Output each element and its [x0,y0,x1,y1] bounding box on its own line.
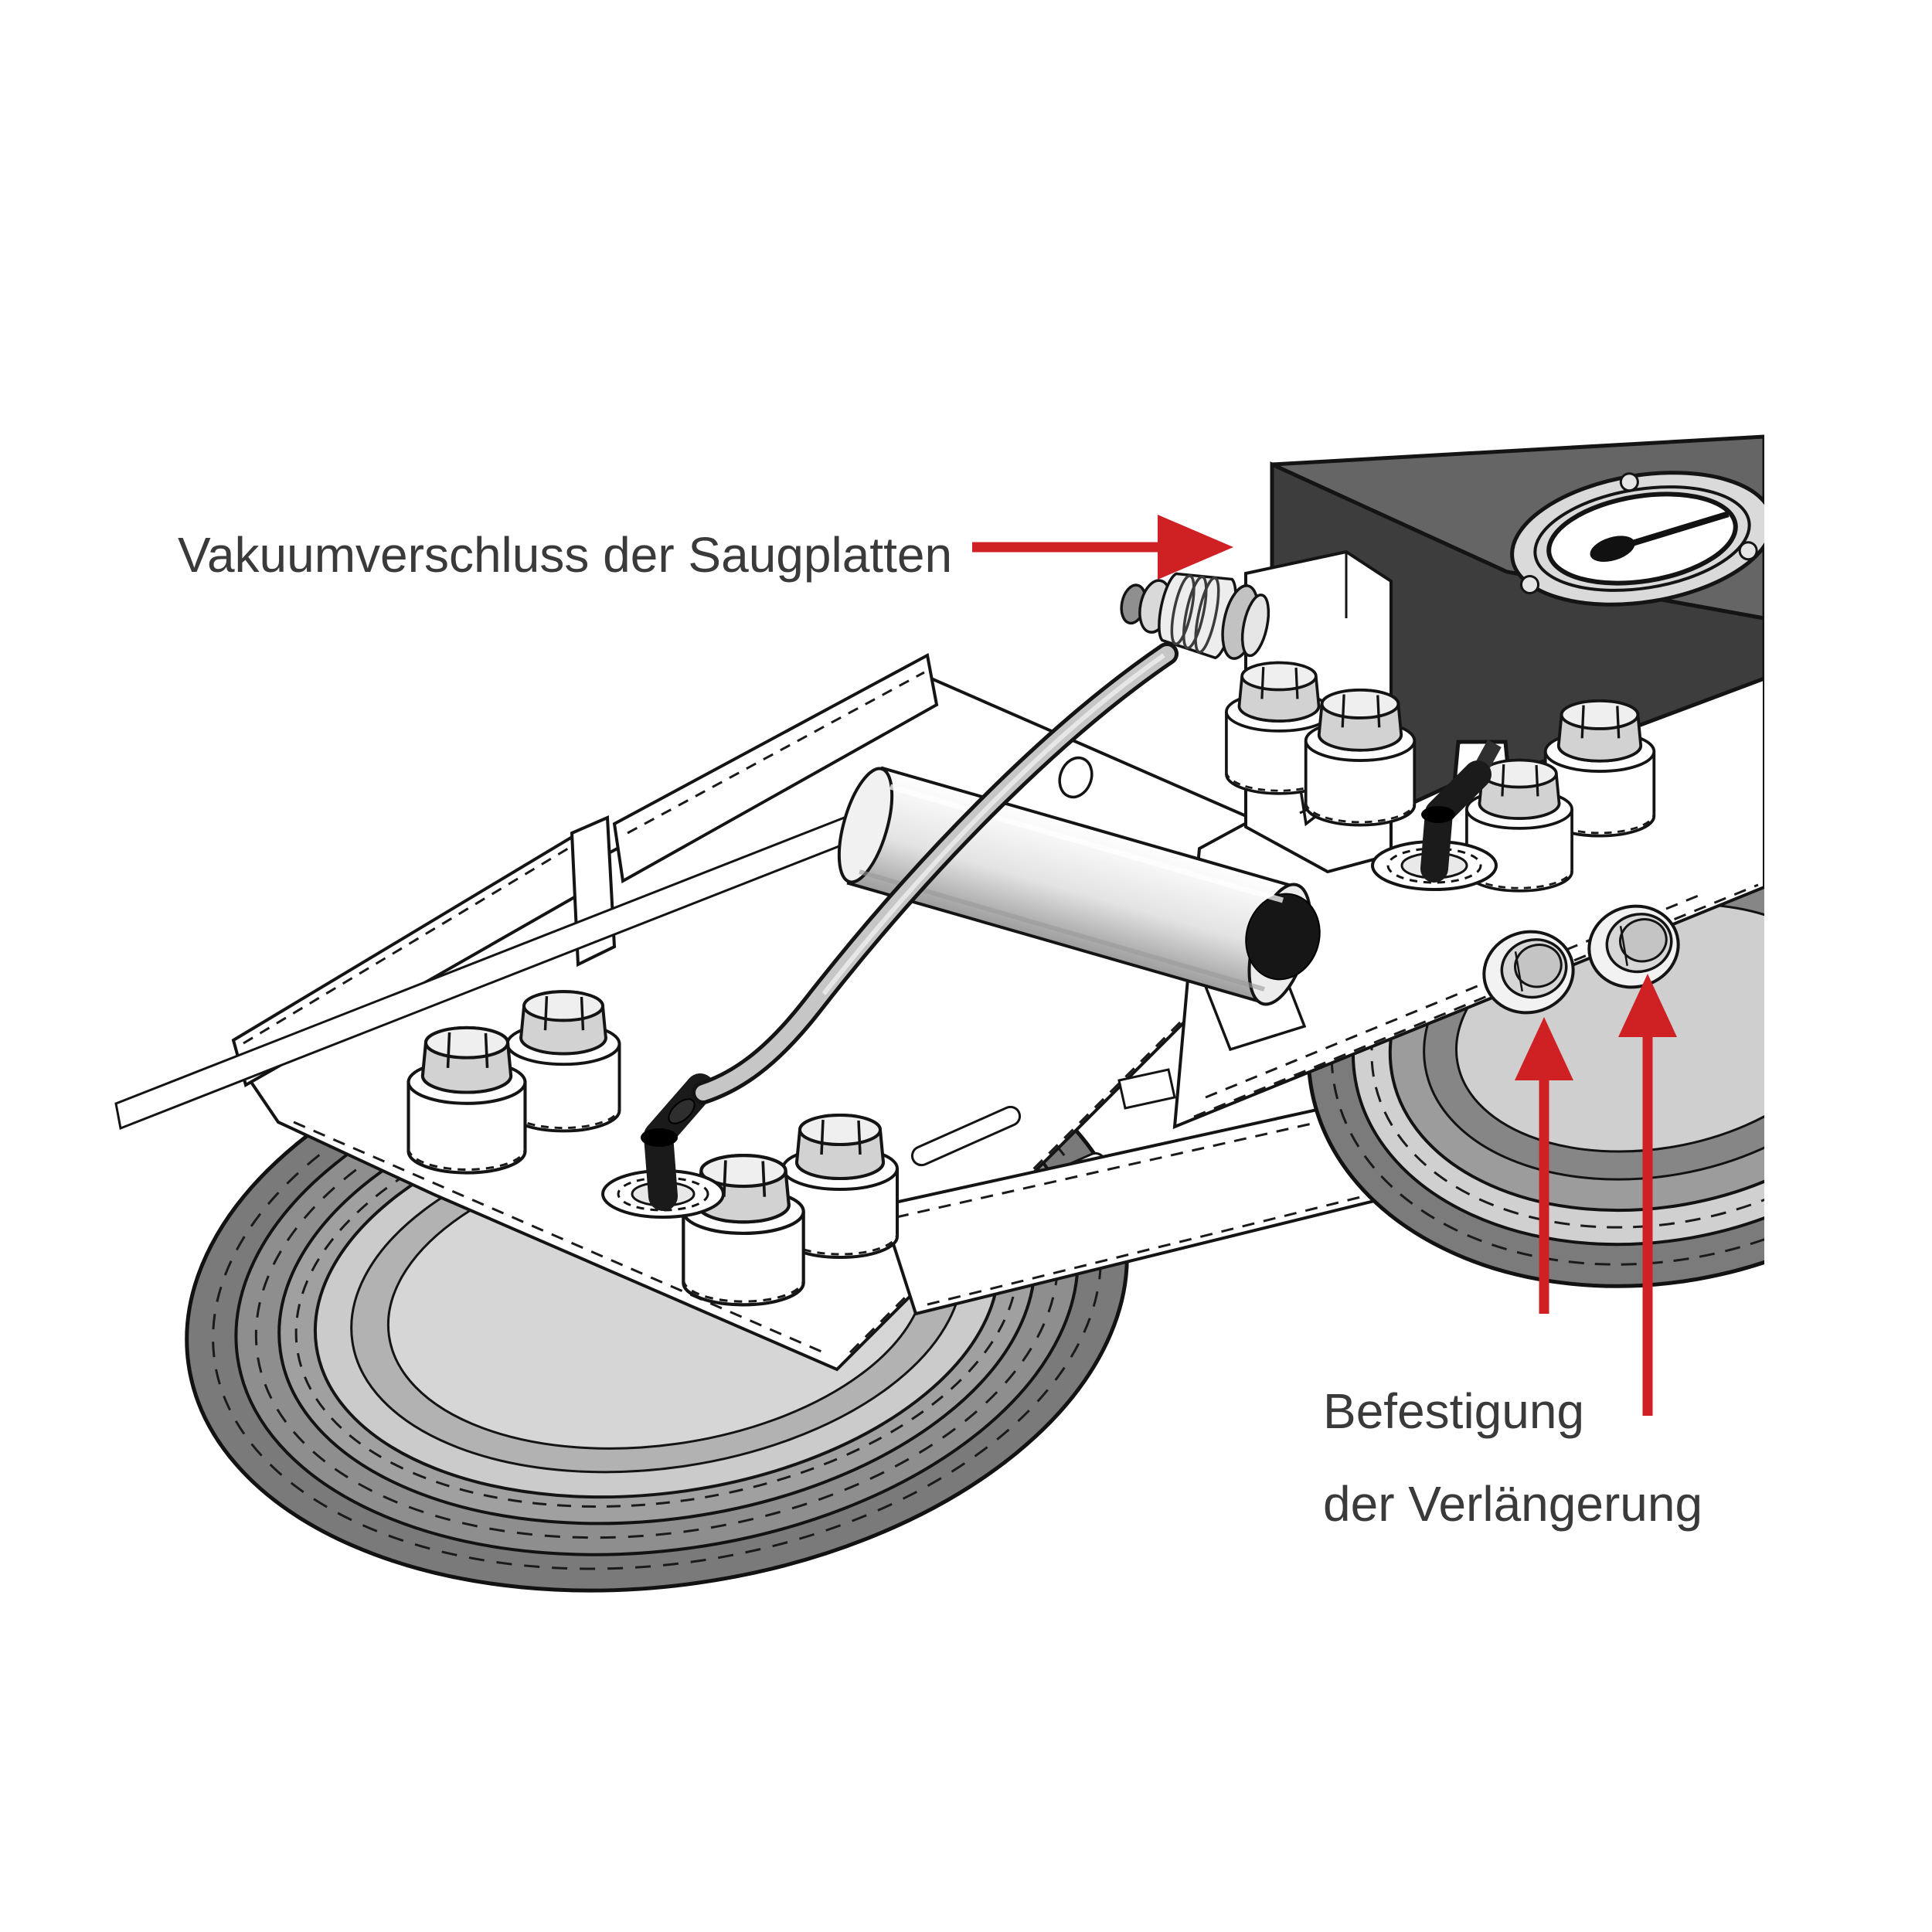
gauge-screw [1619,472,1639,492]
annotation-vacuum-seal: Vakuumverschluss der Saugplatten [178,515,1233,583]
arrow-extension-left-head [1515,1017,1573,1080]
label-extension-line1: Befestigung [1323,1383,1584,1439]
handle-end-cap [1245,893,1321,981]
left-hose-elbow [601,1073,725,1219]
handle-left-cap [837,767,894,884]
gauge-screw [1520,574,1540,594]
pump-box [1270,434,1764,832]
gauge-screw [1738,541,1758,561]
deck-step [1117,1068,1176,1110]
arrow-extension-right-head [1618,974,1677,1037]
vacuum-hose [692,642,1179,1104]
hex-bolt [409,1028,526,1173]
plate-flange-right [612,652,939,884]
vacuum-lifter-drawing [114,434,1764,1593]
label-vacuum-seal: Vakuumverschluss der Saugplatten [178,527,952,583]
arrow-vacuum-seal-head [1158,515,1233,580]
vacuum-seal-connector [1120,572,1270,660]
hex-bolt [1304,688,1417,827]
pressure-gauge [1510,471,1764,607]
deck-hole [1058,756,1094,799]
right-hose-elbow [1371,740,1502,891]
label-extension-line2: der Verlängerung [1323,1476,1702,1532]
deck-slot [910,1105,1022,1167]
annotation-extension-fastening: Befestigung der Verlängerung [1323,974,1702,1532]
